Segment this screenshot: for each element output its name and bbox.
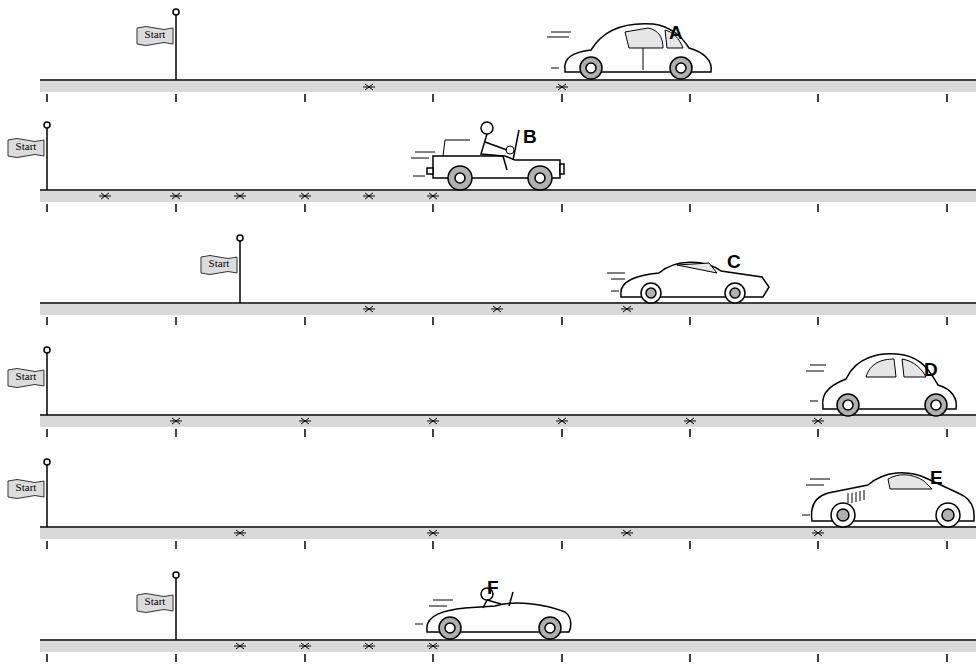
- track: [40, 415, 976, 437]
- position-markers: [99, 84, 824, 649]
- car-label-box: E: [808, 466, 976, 527]
- track: [40, 640, 976, 662]
- start-flag: Start: [7, 367, 45, 388]
- car-letter: A: [669, 23, 683, 42]
- car-drawing: [547, 24, 711, 79]
- car-letter: B: [523, 127, 537, 146]
- flag-label: Start: [136, 28, 174, 40]
- start-flag: Start: [136, 25, 174, 46]
- start-flag: Start: [7, 478, 45, 499]
- car-drawing: [411, 122, 564, 190]
- car-letter: F: [487, 578, 499, 597]
- car-label-box: A: [563, 18, 713, 78]
- flag-poles: [44, 9, 243, 640]
- car-label-box: C: [617, 250, 769, 303]
- car-label-box: B: [415, 124, 565, 190]
- car-label-box: F: [425, 576, 575, 640]
- car-drawing: [802, 473, 974, 527]
- flag-label: Start: [7, 370, 45, 382]
- track: [40, 190, 976, 212]
- car-label-box: D: [818, 354, 958, 415]
- track: [40, 527, 976, 549]
- flag-label: Start: [7, 481, 45, 493]
- track: [40, 303, 976, 325]
- car-letter: D: [924, 360, 938, 379]
- flag-label: Start: [136, 595, 174, 607]
- flag-label: Start: [200, 257, 238, 269]
- track: [40, 80, 976, 102]
- car-drawing: [806, 354, 956, 416]
- car-letter: C: [727, 252, 741, 271]
- car-drawing: [607, 262, 769, 303]
- start-flag: Start: [136, 592, 174, 613]
- start-flag: Start: [7, 137, 45, 158]
- car-letter: E: [930, 468, 943, 487]
- flag-label: Start: [7, 140, 45, 152]
- start-flag: Start: [200, 254, 238, 275]
